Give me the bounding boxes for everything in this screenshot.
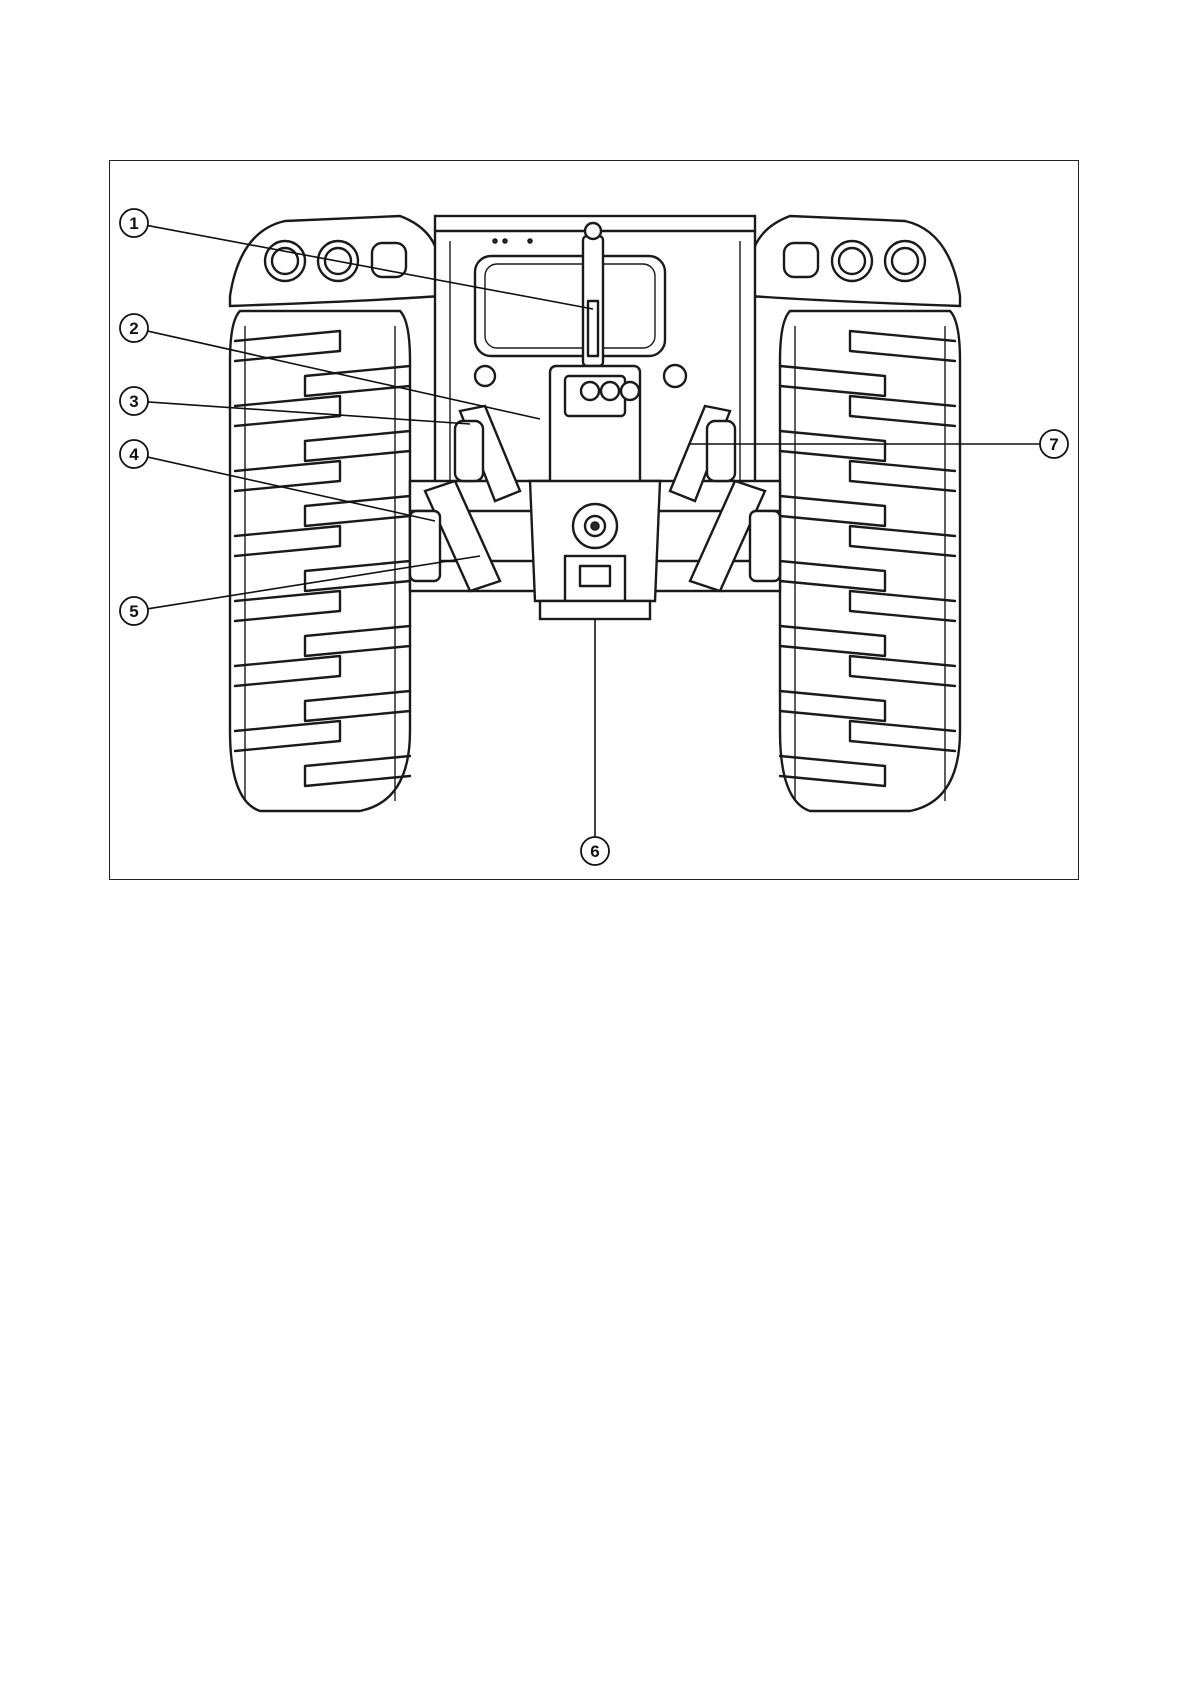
callout-7: 7 (1040, 430, 1068, 458)
tractor-rear-view-drawing: 1 2 3 4 5 6 7 (110, 161, 1080, 881)
left-rear-tire (230, 311, 410, 811)
callout-6: 6 (581, 837, 609, 865)
callout-3: 3 (120, 387, 148, 415)
right-fender-light-cluster (750, 216, 960, 306)
callout-4: 4 (120, 440, 148, 468)
top-link (583, 223, 603, 366)
callout-2: 2 (120, 314, 148, 342)
callout-number: 6 (590, 842, 599, 861)
callout-1: 1 (120, 209, 148, 237)
callout-number: 5 (129, 602, 138, 621)
callout-number: 4 (129, 445, 139, 464)
callout-number: 1 (129, 214, 138, 233)
figure-frame: 1 2 3 4 5 6 7 (109, 160, 1079, 880)
callout-number: 3 (129, 392, 138, 411)
callout-number: 7 (1049, 435, 1058, 454)
pto-and-drawbar (530, 481, 660, 619)
callout-number: 2 (129, 319, 138, 338)
callout-5: 5 (120, 597, 148, 625)
right-rear-tire (780, 311, 960, 811)
